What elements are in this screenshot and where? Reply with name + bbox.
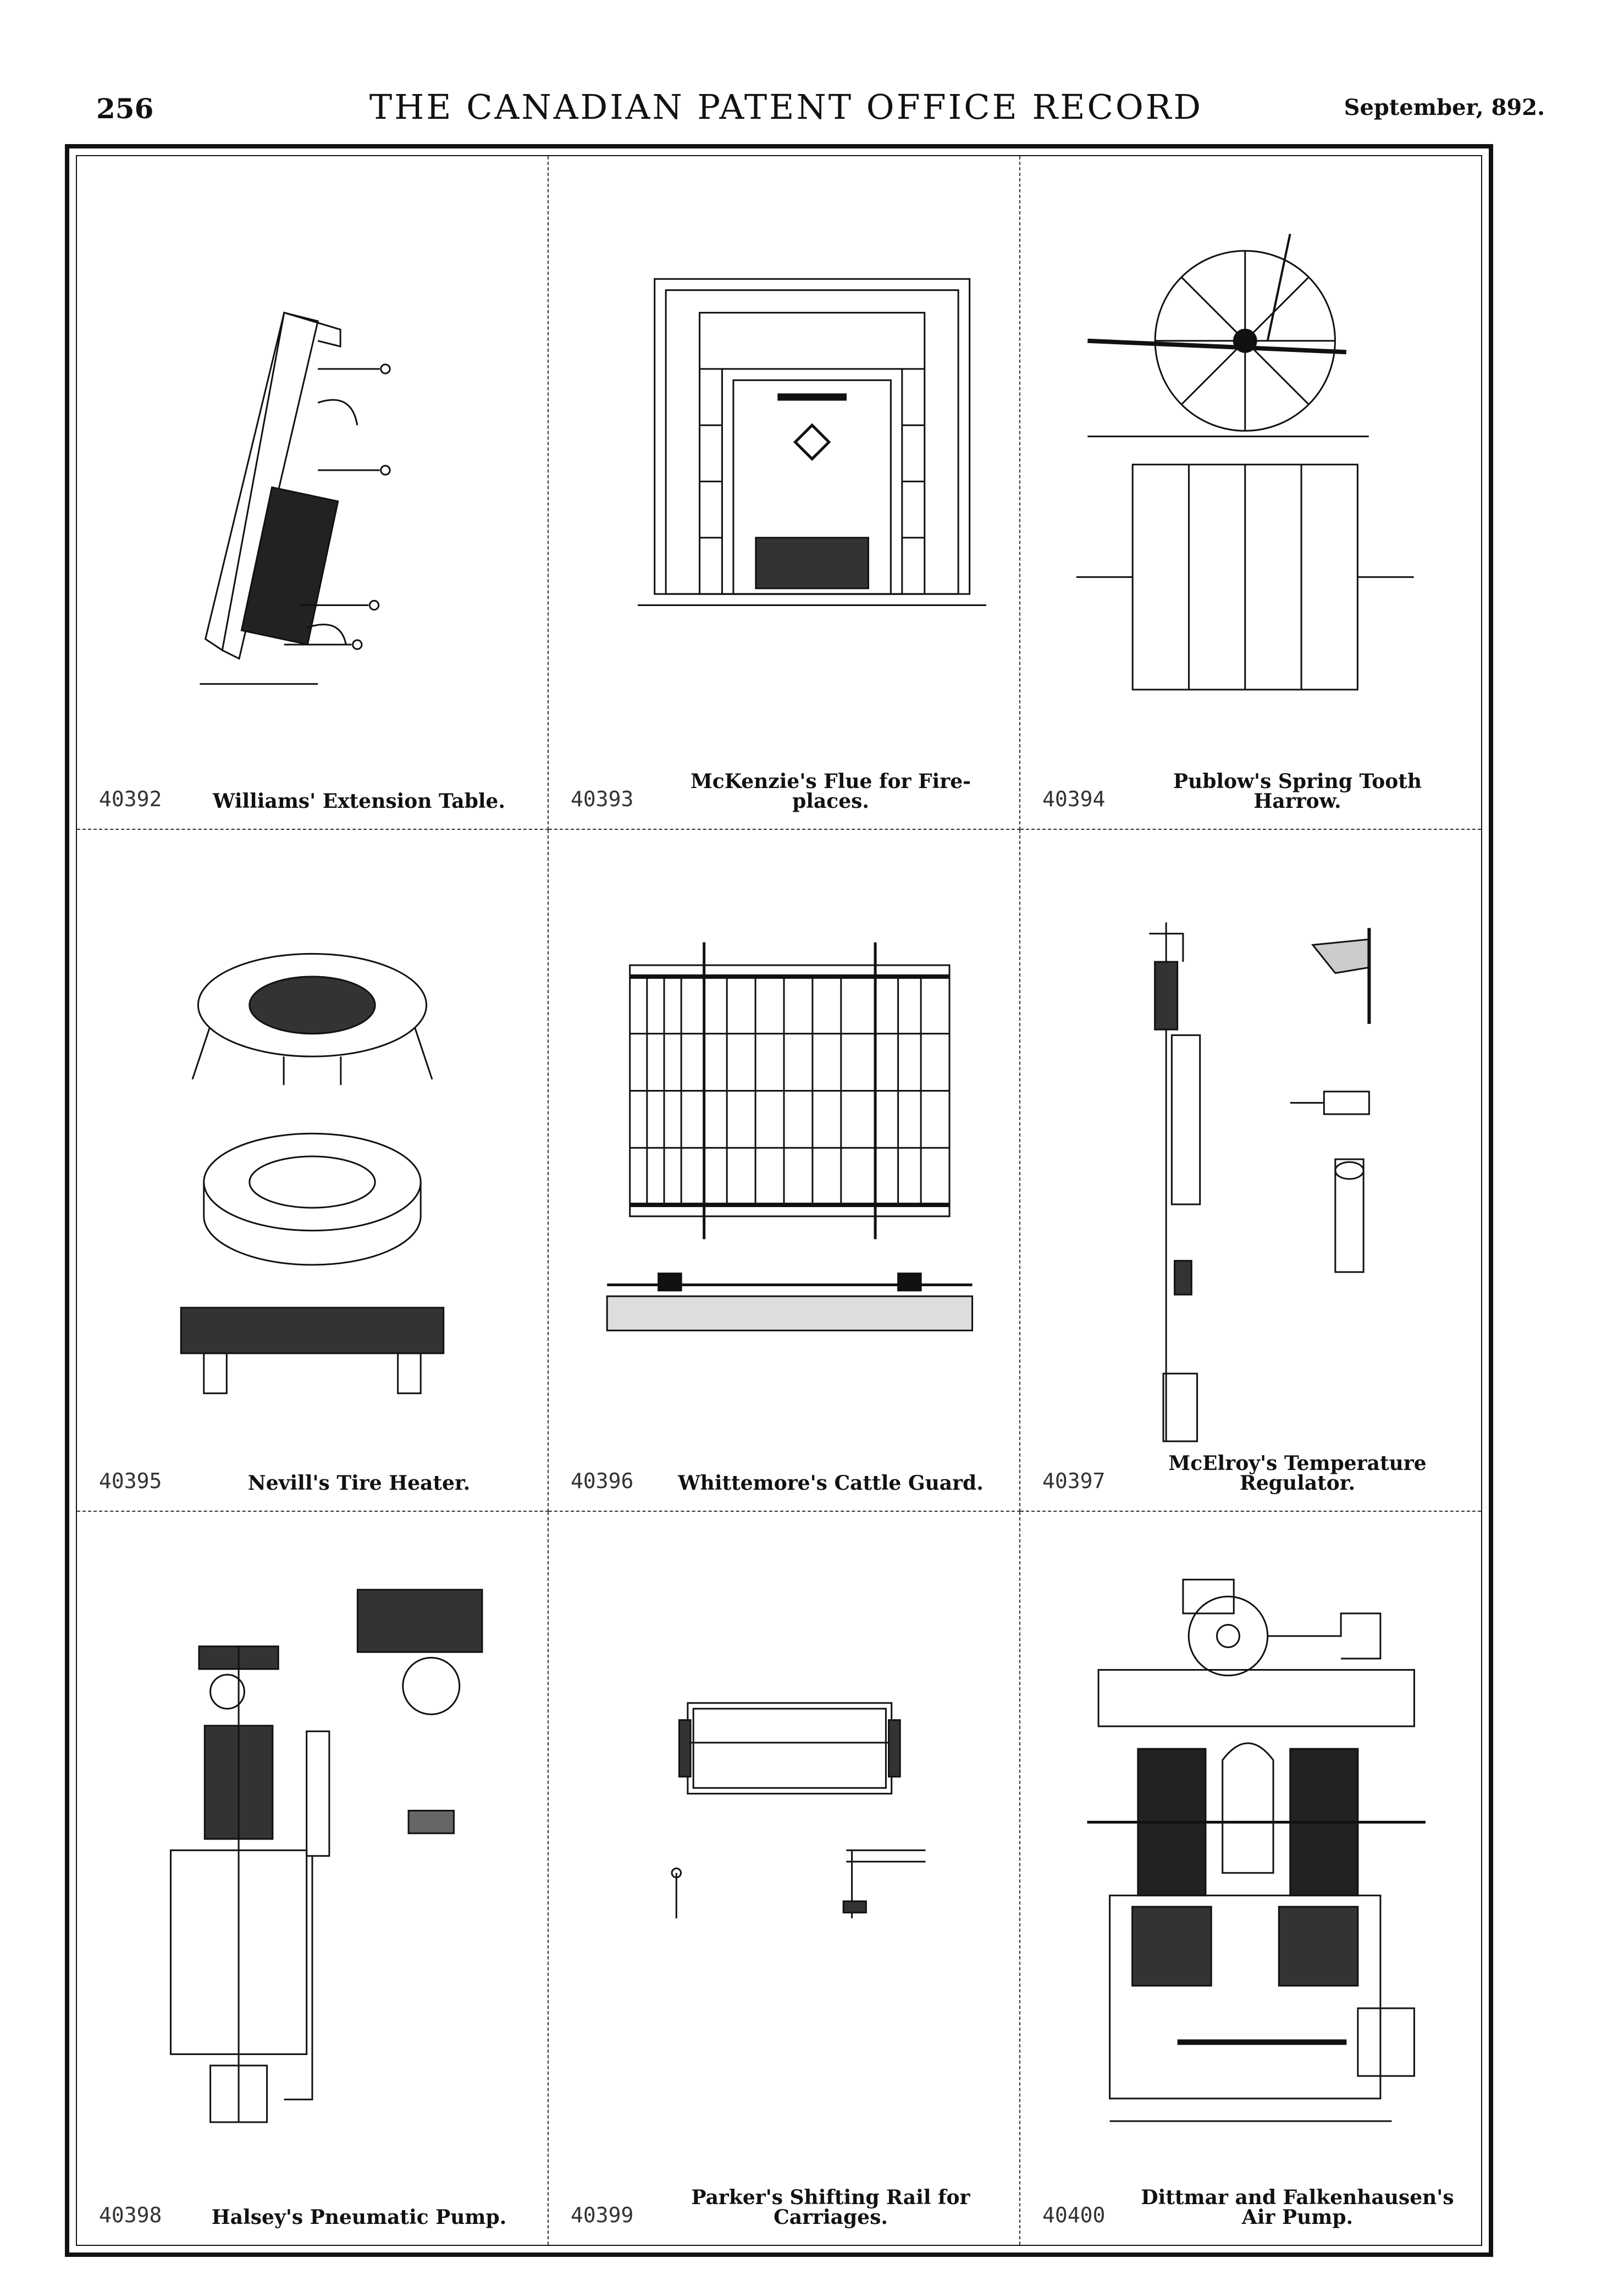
temperature-regulator-drawing	[1053, 874, 1448, 1445]
patent-caption: 40393 McKenzie's Flue for Fire-places.	[571, 772, 1003, 814]
patent-caption: 40400 Dittmar and Falkenhausen's Air Pum…	[1042, 2188, 1465, 2231]
patent-title: Williams' Extension Table.	[213, 790, 505, 813]
patent-cell: 40400 Dittmar and Falkenhausen's Air Pum…	[1020, 1512, 1481, 2245]
page-header: 256 THE CANADIAN PATENT OFFICE RECORD Se…	[71, 82, 1545, 137]
issue-date: September, 892.	[1344, 95, 1545, 120]
patent-title: Nevill's Tire Heater.	[247, 1472, 471, 1495]
patent-number: 40396	[571, 1469, 634, 1493]
air-pump-drawing	[1053, 1556, 1448, 2179]
cattle-guard-drawing	[582, 874, 986, 1445]
patent-title: Dittmar and Falkenhausen's Air Pump.	[1141, 2186, 1454, 2229]
patent-cell: 40396 Whittemore's Cattle Guard.	[549, 830, 1020, 1512]
pneumatic-pump-drawing	[110, 1556, 515, 2179]
patent-caption: 40396 Whittemore's Cattle Guard.	[571, 1463, 1003, 1496]
patent-grid: 40392 Williams' Extension Table.	[77, 156, 1481, 2245]
patent-caption: 40398 Halsey's Pneumatic Pump.	[99, 2198, 531, 2231]
shifting-rail-drawing	[582, 1556, 986, 2179]
patent-title: Parker's Shifting Rail for Carriages.	[691, 2186, 970, 2229]
harrow-drawing	[1053, 200, 1448, 763]
patent-number: 40393	[571, 787, 634, 811]
plate-frame: 40392 Williams' Extension Table.	[65, 144, 1493, 2257]
page-number: 256	[96, 92, 154, 125]
patent-number: 40397	[1042, 1469, 1106, 1493]
patent-number: 40400	[1042, 2203, 1106, 2227]
tire-heater-drawing	[110, 874, 515, 1445]
patent-cell: 40395 Nevill's Tire Heater.	[77, 830, 549, 1512]
patent-number: 40395	[99, 1469, 162, 1493]
patent-number: 40394	[1042, 787, 1106, 811]
patent-title: Whittemore's Cattle Guard.	[678, 1472, 984, 1495]
patent-cell: 40393 McKenzie's Flue for Fire-places.	[549, 156, 1020, 830]
patent-title: Publow's Spring Tooth Harrow.	[1173, 770, 1422, 813]
patent-cell: 40399 Parker's Shifting Rail for Carriag…	[549, 1512, 1020, 2245]
patent-caption: 40392 Williams' Extension Table.	[99, 781, 531, 814]
patent-caption: 40395 Nevill's Tire Heater.	[99, 1463, 531, 1496]
patent-title: Halsey's Pneumatic Pump.	[211, 2206, 507, 2229]
patent-cell: 40397 McElroy's Temperature Regulator.	[1020, 830, 1481, 1512]
extension-table-drawing	[110, 200, 515, 763]
patent-caption: 40399 Parker's Shifting Rail for Carriag…	[571, 2188, 1003, 2231]
patent-cell: 40398 Halsey's Pneumatic Pump.	[77, 1512, 549, 2245]
patent-caption: 40394 Publow's Spring Tooth Harrow.	[1042, 772, 1465, 814]
publication-title: THE CANADIAN PATENT OFFICE RECORD	[369, 87, 1203, 127]
patent-number: 40398	[99, 2203, 162, 2227]
patent-title: McKenzie's Flue for Fire-places.	[690, 770, 971, 813]
patent-caption: 40397 McElroy's Temperature Regulator.	[1042, 1453, 1465, 1496]
patent-number: 40392	[99, 787, 162, 811]
fireplace-drawing	[582, 200, 986, 763]
patent-title: McElroy's Temperature Regulator.	[1168, 1452, 1427, 1495]
patent-number: 40399	[571, 2203, 634, 2227]
patent-cell: 40394 Publow's Spring Tooth Harrow.	[1020, 156, 1481, 830]
patent-cell: 40392 Williams' Extension Table.	[77, 156, 549, 830]
